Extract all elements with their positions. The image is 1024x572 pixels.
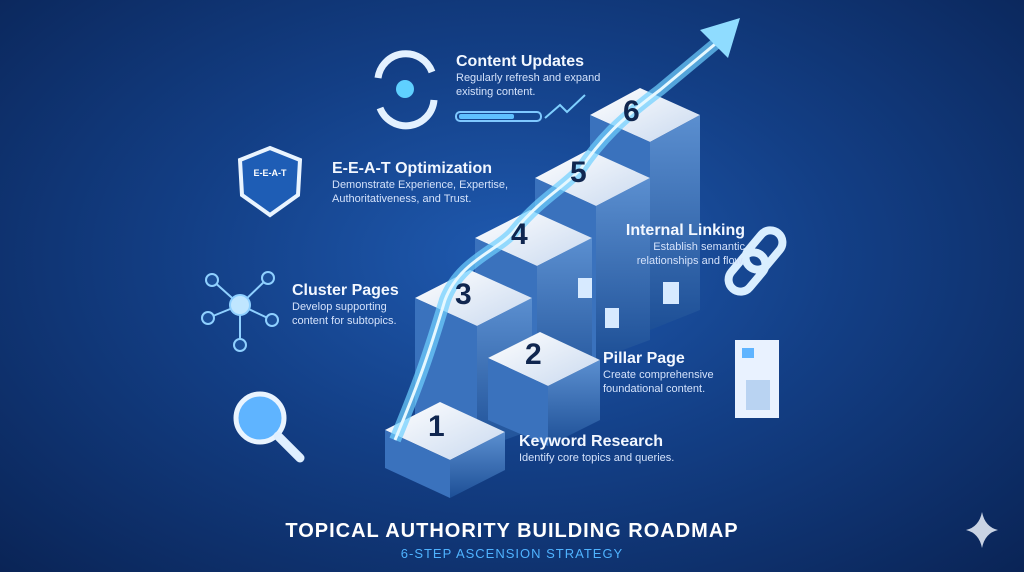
magnifier-icon — [233, 391, 305, 463]
step-desc: Create comprehensive foundational conten… — [603, 369, 714, 395]
step-number-4: 4 — [511, 218, 528, 251]
arrow-head-icon — [700, 18, 740, 58]
document-icons — [578, 278, 679, 328]
main-title: TOPICAL AUTHORITY BUILDING ROADMAP — [285, 520, 739, 542]
step-desc: Develop supporting content for subtopics… — [292, 301, 397, 327]
step-number-6: 6 — [623, 95, 640, 128]
step-label-6: Content Updates Regularly refresh and ex… — [456, 53, 606, 99]
step-block-1 — [385, 402, 505, 498]
step-desc: Identify core topics and queries. — [519, 452, 675, 464]
step-number-5: 5 — [570, 156, 587, 189]
progress-bar — [455, 94, 586, 122]
step-title: Cluster Pages — [292, 282, 399, 299]
shield-icon — [237, 145, 303, 218]
step-title: Pillar Page — [603, 350, 685, 367]
step-title: Content Updates — [456, 53, 584, 70]
network-icon — [201, 271, 279, 352]
step-label-2: Pillar Page Create comprehensive foundat… — [603, 350, 733, 396]
step-label-1: Keyword Research Identify core topics an… — [519, 433, 719, 465]
step-desc: Demonstrate Experience, Expertise, Autho… — [332, 179, 509, 205]
step-number-2: 2 — [525, 338, 542, 371]
step-number-3: 3 — [455, 278, 472, 311]
step-title: Keyword Research — [519, 433, 664, 450]
sparkle-icon — [966, 512, 998, 548]
pillar-document-icon — [735, 340, 779, 418]
refresh-icon — [374, 50, 438, 130]
subtitle: 6-STEP ASCENSION STRATEGY — [400, 546, 624, 561]
step-title: Internal Linking — [625, 222, 745, 239]
eeat-badge-text: E-E-A-T — [253, 168, 287, 178]
step-number-1: 1 — [428, 410, 445, 443]
step-label-5: E-E-A-T Optimization Demonstrate Experie… — [332, 160, 522, 206]
step-label-3: Cluster Pages Develop supporting content… — [292, 282, 417, 328]
step-label-4: Internal Linking Establish semantic rela… — [610, 222, 745, 268]
step-block-2 — [488, 332, 600, 446]
step-title: E-E-A-T Optimization — [332, 160, 492, 177]
step-desc: Establish semantic relationships and flo… — [636, 241, 745, 267]
chain-link-icon — [724, 226, 787, 296]
step-desc: Regularly refresh and expand existing co… — [456, 72, 601, 98]
